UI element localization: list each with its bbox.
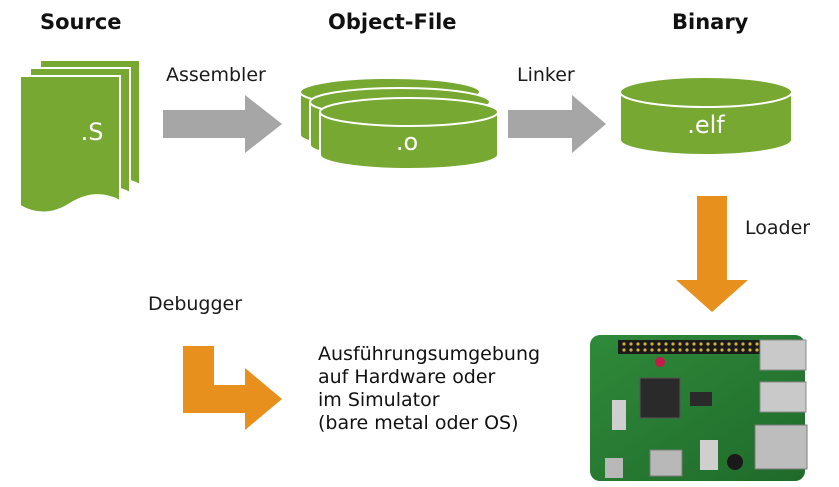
binary-heading: Binary (672, 10, 749, 34)
linker-arrow-icon (508, 95, 606, 153)
environment-line: Ausführungsumgebung (318, 343, 541, 365)
object-file-heading: Object-File (328, 10, 457, 34)
object-extension: .o (396, 128, 418, 156)
assembler-arrow-icon (163, 95, 282, 153)
raspberry-pi-board-image (590, 335, 808, 481)
debugger-arrow-icon (183, 346, 282, 430)
loader-label: Loader (745, 217, 811, 239)
loader-arrow-icon (676, 196, 748, 312)
assembler-label: Assembler (166, 64, 266, 86)
source-heading: Source (40, 10, 122, 34)
source-file-stack-icon: .S (19, 59, 141, 214)
environment-line: im Simulator (318, 389, 440, 411)
binary-database-icon: .elf (619, 76, 793, 156)
linker-label: Linker (517, 64, 575, 86)
object-file-database-icon: .o (299, 77, 499, 170)
execution-environment-text: Ausführungsumgebung auf Hardware oder im… (318, 343, 540, 435)
source-extension: .S (81, 118, 104, 146)
debugger-label: Debugger (148, 293, 243, 315)
environment-line: (bare metal oder OS) (318, 412, 519, 434)
environment-line: auf Hardware oder (318, 366, 496, 388)
binary-extension: .elf (687, 111, 725, 139)
